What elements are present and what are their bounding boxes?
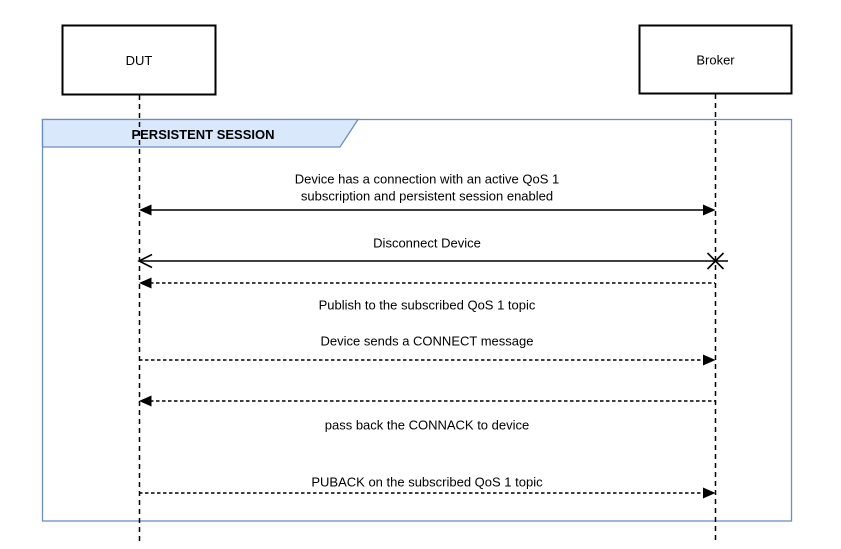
message-label: subscription and persistent session enab… [301, 189, 553, 204]
arrowhead-right-icon [703, 354, 716, 366]
arrowhead-left-icon [139, 395, 152, 407]
message-label: Device has a connection with an active Q… [295, 172, 559, 187]
actor-dut-label: DUT [126, 53, 153, 68]
actor-dut: DUT [61, 24, 217, 96]
arrowhead-right-icon [703, 487, 716, 499]
message-connack: pass back the CONNACK to device [139, 395, 715, 433]
arrowhead-left-icon [139, 204, 152, 216]
open-arrowhead-left-icon [137, 253, 153, 269]
message-connect: Device sends a CONNECT message [139, 334, 716, 366]
message-publish-topic: Publish to the subscribed QoS 1 topic [139, 277, 715, 313]
x-cross-icon [706, 252, 725, 270]
actor-broker: Broker [638, 24, 793, 95]
message-active-connection: Device has a connection with an active Q… [139, 172, 716, 216]
arrowhead-right-icon [703, 204, 716, 216]
message-puback: PUBACK on the subscribed QoS 1 topic [139, 475, 716, 499]
frame-border [41, 118, 793, 522]
message-label: Disconnect Device [373, 236, 481, 251]
message-disconnect-device: Disconnect Device [137, 236, 728, 270]
arrowhead-left-icon [139, 277, 152, 289]
message-label: Device sends a CONNECT message [321, 334, 534, 349]
frame-title-tab [41, 118, 360, 148]
actor-broker-box [638, 24, 793, 95]
message-label: PUBACK on the subscribed QoS 1 topic [311, 475, 543, 490]
actor-dut-box [61, 24, 217, 96]
actor-broker-label: Broker [696, 53, 735, 68]
frame-title: PERSISTENT SESSION [131, 127, 274, 142]
session-frame [41, 118, 793, 522]
message-label: Publish to the subscribed QoS 1 topic [319, 298, 536, 313]
message-label: pass back the CONNACK to device [325, 418, 529, 433]
